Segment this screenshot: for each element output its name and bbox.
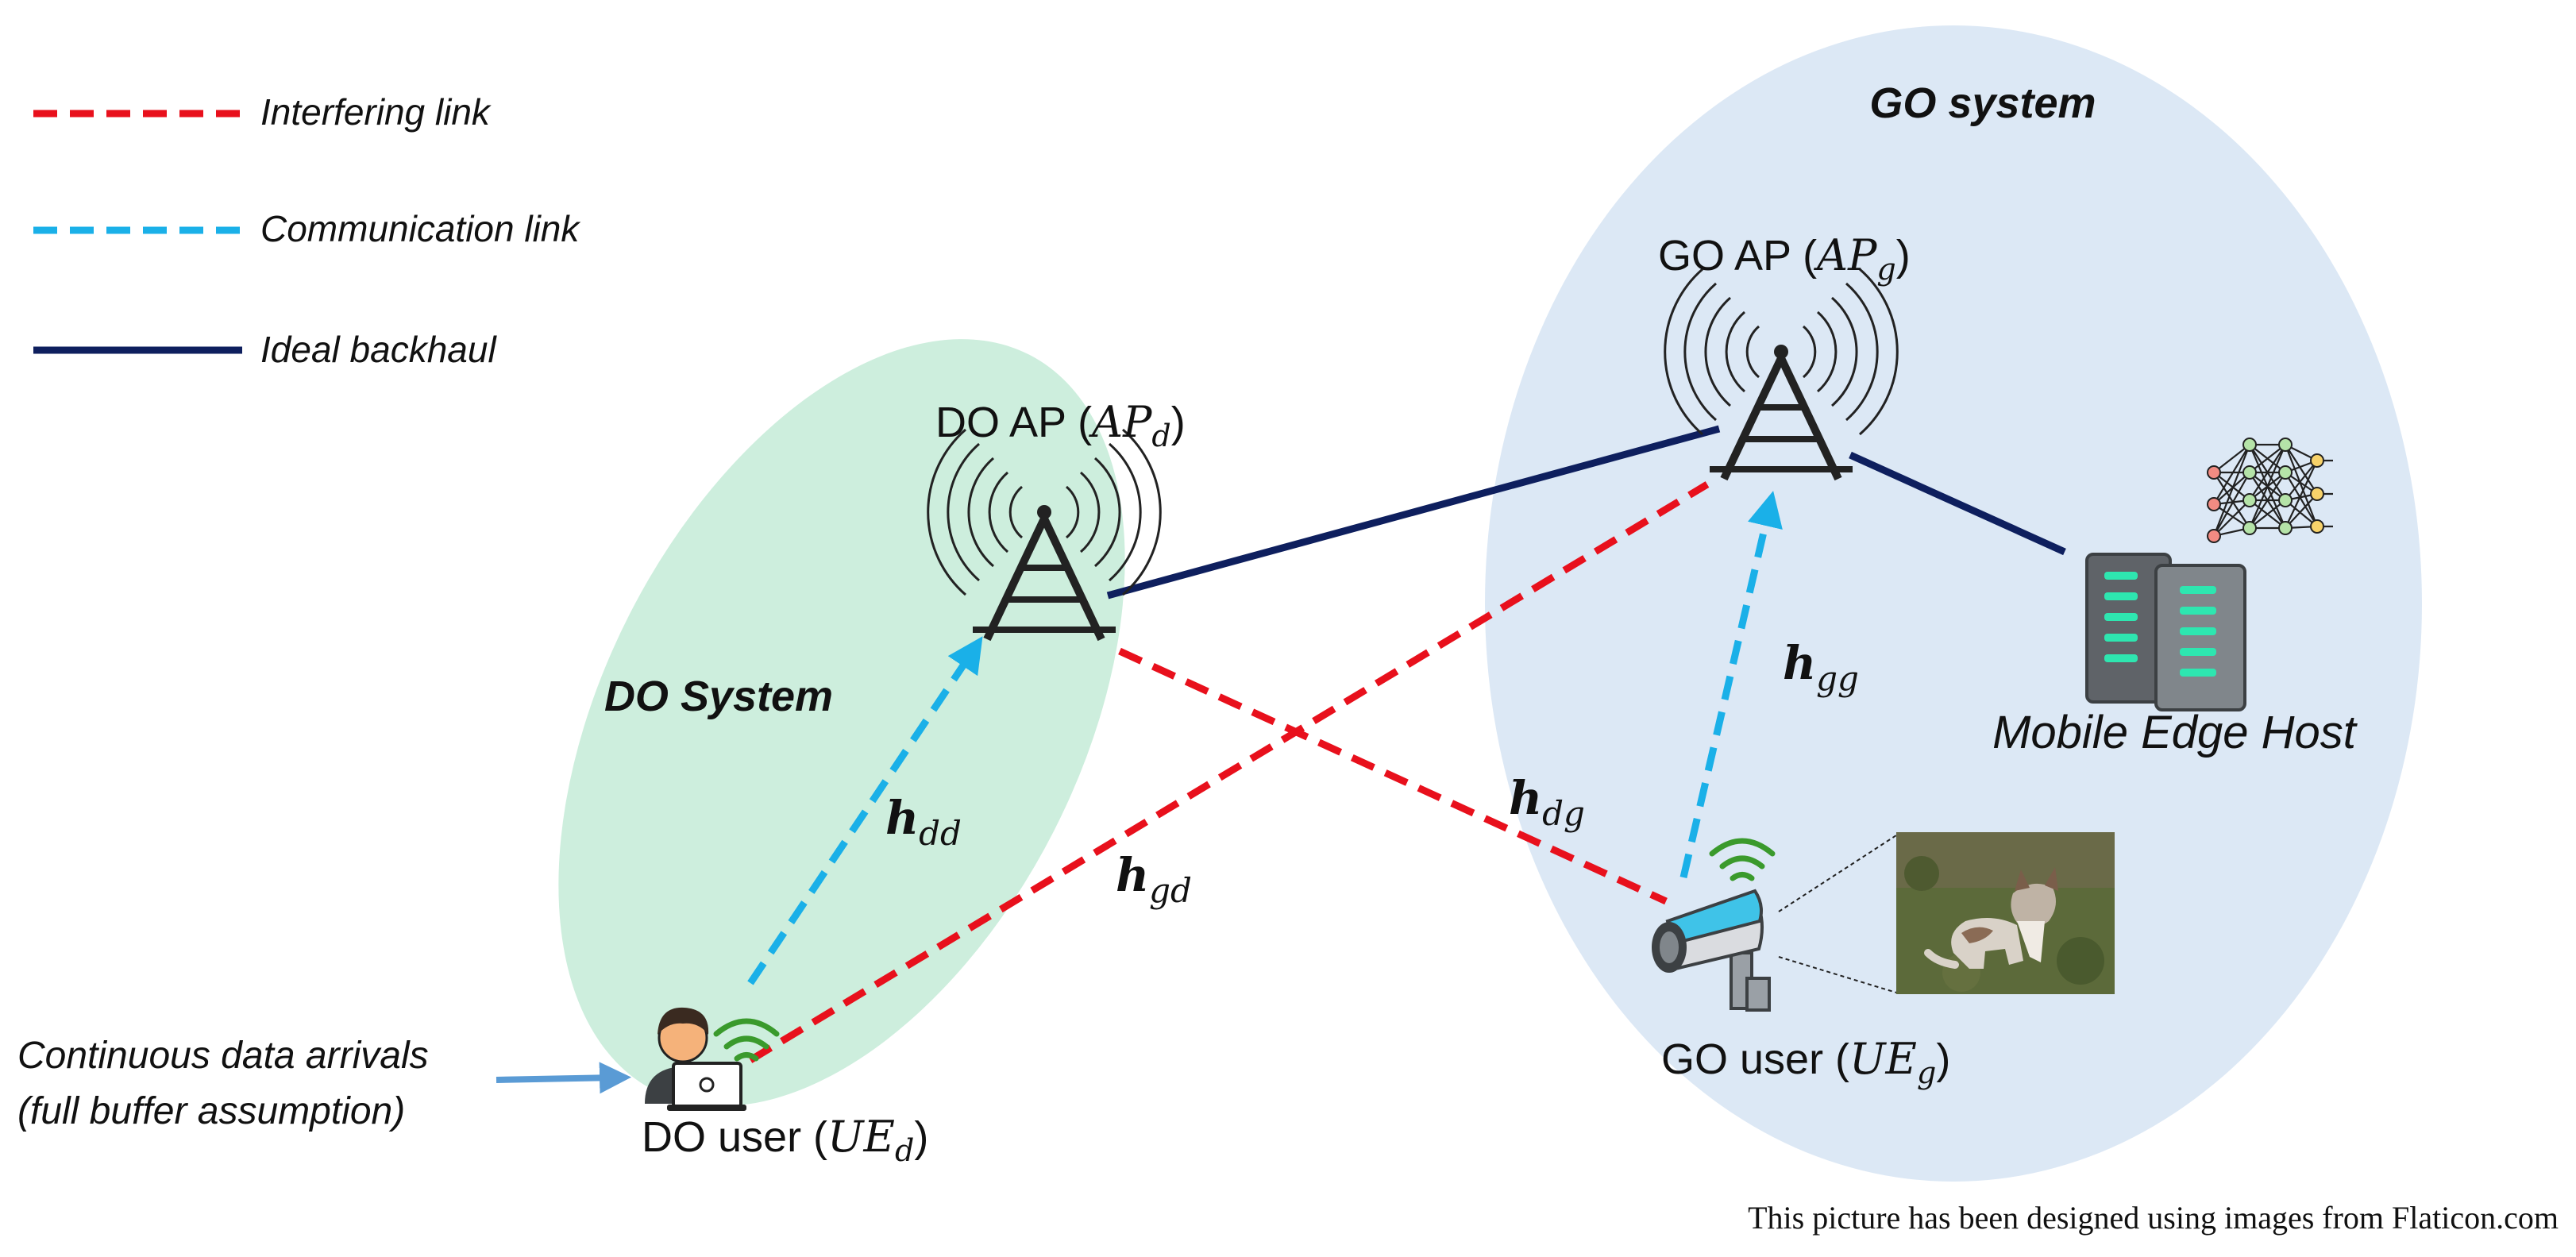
do-system-region [558, 339, 1125, 1106]
do-ap-label: DO AP (APd) [935, 397, 1186, 453]
legend-interfering-label: Interfering link [260, 91, 492, 133]
do-user-label: DO user (UEd) [642, 1112, 928, 1168]
legend-backhaul-label: Ideal backhaul [260, 329, 497, 370]
legend-communication-label: Communication link [260, 208, 580, 249]
go-user-wifi-icon [1709, 838, 1776, 881]
go-user-label: GO user (UEg) [1661, 1034, 1950, 1090]
channel-label-hgd: hgd [1116, 848, 1192, 910]
go-system-title: GO system [1869, 79, 2096, 127]
communication-link-go [1679, 491, 1783, 879]
go-ap-label: GO AP (APg) [1658, 230, 1911, 287]
interfering-link-do-user-to-go-ap [748, 481, 1710, 1063]
communication-link-do [747, 636, 983, 985]
edge-host-label: Mobile Edge Host [1992, 707, 2358, 758]
arrivals-line2: (full buffer assumption) [17, 1090, 405, 1132]
do-ap-tower-icon [927, 428, 1162, 642]
channel-label-hdg: hdg [1509, 771, 1585, 833]
arrivals-line1: Continuous data arrivals [17, 1035, 429, 1077]
do-user-icon [645, 1007, 746, 1111]
do-user-wifi-icon [713, 1018, 780, 1062]
camera-view-line-bottom [1778, 956, 1897, 993]
interfering-link-do-ap-to-go-user [1118, 647, 1668, 905]
go-user-camera-icon [1652, 889, 1771, 1012]
backhaul-do-go [1106, 425, 1721, 600]
camera-view-line-top [1778, 835, 1897, 912]
backhaul-go-edge [1849, 451, 2066, 556]
go-system-region [1485, 25, 2422, 1182]
neural-network-icon [2207, 438, 2333, 543]
edge-server-icon [2085, 553, 2246, 711]
flaticon-credit: This picture has been designed using ima… [1748, 1200, 2559, 1236]
channel-label-hdd: hdd [885, 791, 962, 853]
legend: Interfering link Communication link Idea… [33, 91, 580, 370]
go-ap-tower-icon [1664, 268, 1899, 481]
do-system-title: DO System [604, 673, 833, 720]
captured-dog-image [1896, 832, 2115, 994]
channel-label-hgg: hgg [1783, 636, 1859, 698]
arrival-arrow [496, 1062, 631, 1094]
